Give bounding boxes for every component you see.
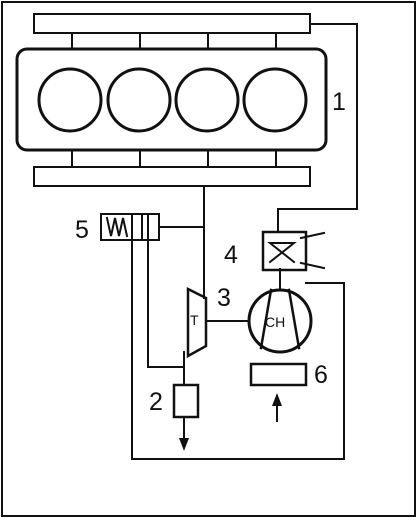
turbine-symbol: T (190, 312, 199, 328)
return-loop-line (131, 282, 345, 460)
engine-cylinder (37, 67, 103, 133)
label-intercooler: 4 (224, 241, 238, 269)
intake-in-arrow-icon (272, 393, 282, 406)
intercooler (261, 230, 326, 272)
intake-pipe (277, 23, 358, 233)
exhaust-manifold (33, 166, 311, 187)
wastegate-bypass-line (147, 239, 185, 368)
cooler-coil-icon (267, 242, 297, 264)
intake-manifold (33, 13, 311, 34)
wastegate-actuator (100, 213, 160, 241)
engine-cylinder (174, 67, 240, 133)
label-engine: 1 (332, 88, 346, 116)
intake-runners (71, 32, 277, 50)
exhaust-filter (172, 383, 200, 419)
turbine (186, 286, 208, 359)
label-intake-box: 6 (314, 361, 328, 389)
exhaust-runners (71, 149, 277, 168)
compressor-symbol: CH (265, 314, 285, 330)
exhaust-out-arrow-icon (179, 438, 189, 451)
label-shaft: 3 (217, 284, 231, 312)
intake-air-box (249, 362, 308, 387)
engine-cylinder (242, 67, 308, 133)
engine-cylinder (106, 67, 172, 133)
engine-block (15, 47, 328, 152)
label-wastegate: 5 (75, 216, 89, 244)
spring-icon (105, 216, 129, 238)
label-filter: 2 (149, 388, 163, 416)
